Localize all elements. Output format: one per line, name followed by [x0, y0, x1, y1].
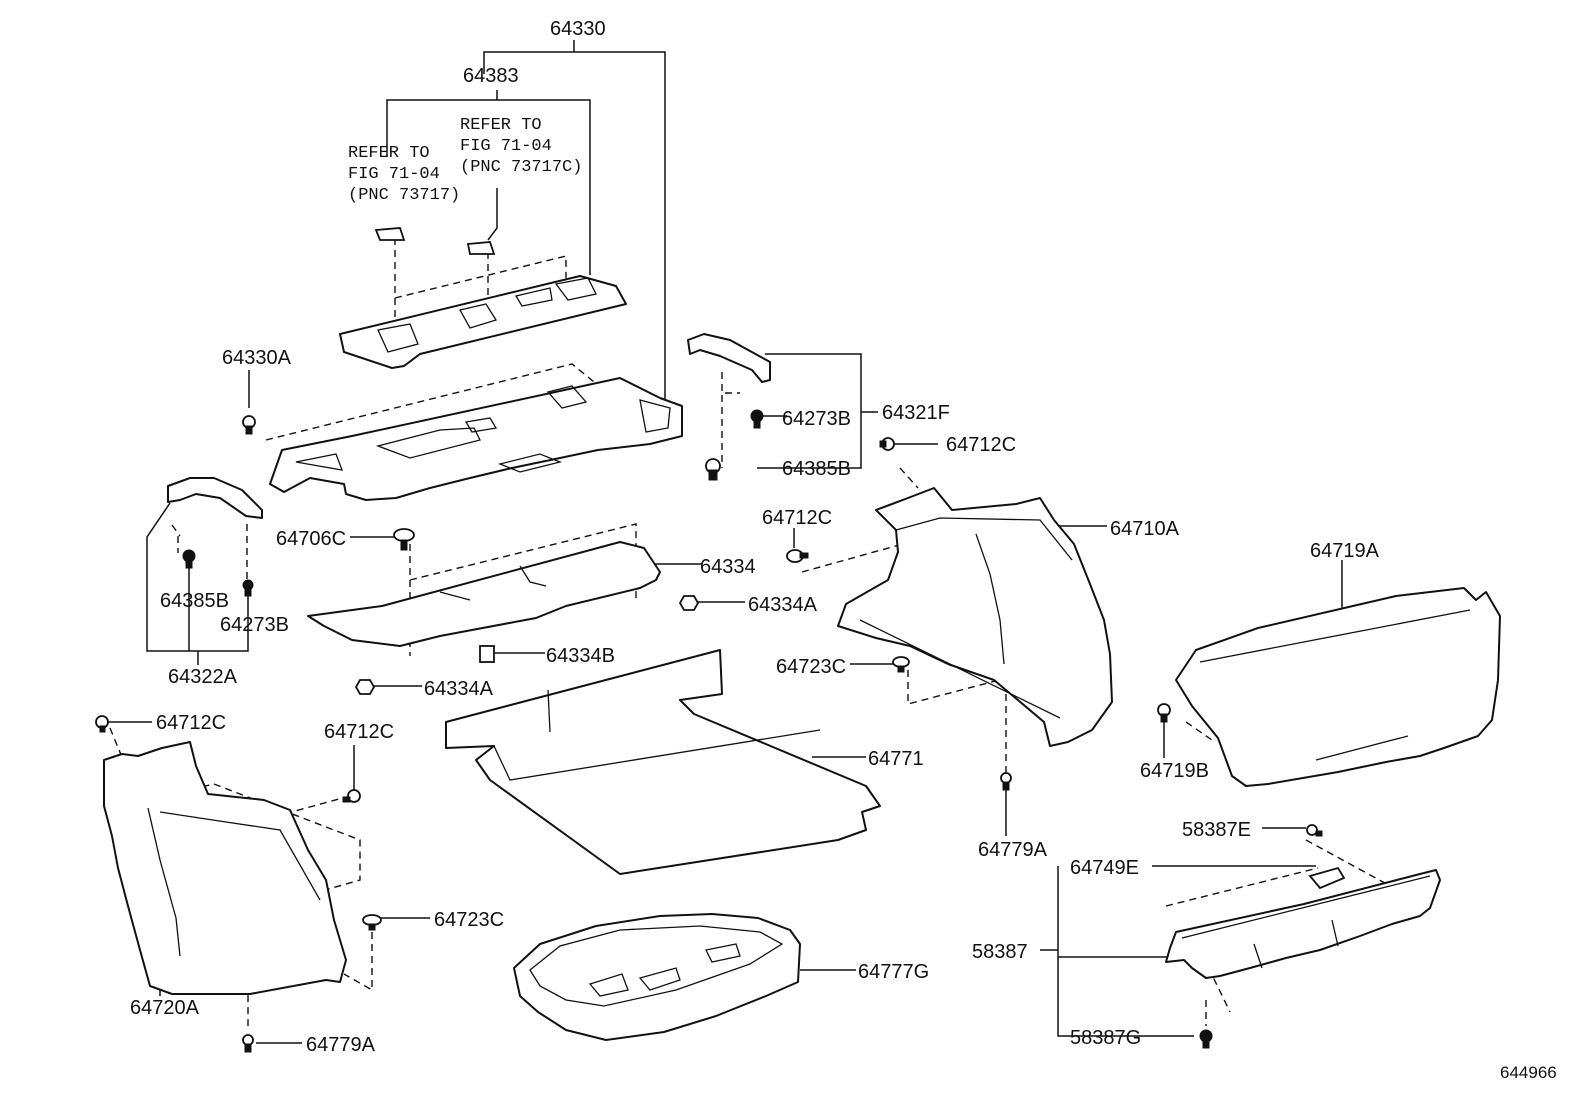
- refer-note-right-line: REFER TO: [460, 116, 542, 135]
- fasteners: [95, 227, 1346, 1053]
- part-label: 64712C: [156, 712, 226, 734]
- part-label: 64719A: [1310, 540, 1380, 562]
- part-label: 58387: [972, 941, 1028, 963]
- refer-note-left-line: FIG 71-04: [348, 165, 440, 184]
- part-label: 64273B: [220, 614, 289, 636]
- part-label: 64712C: [762, 507, 832, 529]
- part-label: 64706C: [276, 528, 346, 550]
- clip-icon: [1306, 824, 1323, 837]
- part-label: 64321F: [882, 402, 950, 424]
- part-64720A-side-trim-left: [103, 741, 347, 995]
- part-label: 64385B: [782, 458, 851, 480]
- part-label: 64771: [868, 748, 924, 770]
- clip-icon: [750, 409, 764, 429]
- clip-icon: [182, 549, 196, 569]
- clip-icon: [242, 1034, 254, 1053]
- part-label: 64779A: [306, 1034, 376, 1056]
- part-label: 64723C: [776, 656, 846, 678]
- refer-note-right-line: FIG 71-04: [460, 137, 552, 156]
- clip-icon: [1157, 703, 1171, 723]
- refer-note-left: REFER TO FIG 71-04 (PNC 73717): [348, 144, 460, 205]
- figure-code: 644966: [1500, 1063, 1557, 1082]
- part-label: 64712C: [946, 434, 1016, 456]
- part-labels: 64330 64383 64330A 64273B 64321F 64385B …: [130, 18, 1380, 1056]
- part-label: 64719B: [1140, 760, 1209, 782]
- part-label: 64334: [700, 556, 756, 578]
- part-label: 64334A: [424, 678, 494, 700]
- refer-note-right: REFER TO FIG 71-04 (PNC 73717C): [460, 116, 582, 177]
- clip-icon: [354, 679, 376, 695]
- clip-icon: [1199, 1029, 1213, 1049]
- part-label: 64779A: [978, 839, 1048, 861]
- clip-icon: [466, 241, 496, 255]
- clip-icon: [95, 715, 109, 733]
- part-label: 64322A: [168, 666, 238, 688]
- refer-note-right-line: (PNC 73717C): [460, 158, 582, 177]
- clip-icon: [1308, 866, 1346, 890]
- part-64322A-bracket: [167, 477, 263, 519]
- part-label: 64273B: [782, 408, 851, 430]
- clip-icon: [342, 789, 361, 803]
- part-58387-sill-plate: [1165, 869, 1441, 979]
- part-label: 58387E: [1182, 819, 1251, 841]
- part-label: 64723C: [434, 909, 504, 931]
- part-label: 64330: [550, 18, 606, 40]
- part-64334-floor-panel: [307, 541, 661, 647]
- clip-icon: [786, 549, 809, 563]
- part-64710A-side-trim-right: [837, 487, 1113, 747]
- refer-note-left-line: (PNC 73717): [348, 186, 460, 205]
- part-label: 64385B: [160, 590, 229, 612]
- clip-icon: [374, 227, 406, 241]
- clip-icon: [242, 415, 256, 435]
- clip-icon: [479, 645, 495, 663]
- part-64321F-bracket: [687, 333, 771, 383]
- part-label: 64334B: [546, 645, 615, 667]
- part-64771-floor-mat: [445, 649, 881, 875]
- clip-icon: [892, 656, 910, 673]
- part-label: 64334A: [748, 594, 818, 616]
- part-64383-upper-cover: [339, 275, 627, 369]
- clip-icon: [879, 437, 895, 451]
- part-label: 64749E: [1070, 857, 1139, 879]
- part-label: 58387G: [1070, 1027, 1141, 1049]
- part-label: 64330A: [222, 347, 292, 369]
- clip-icon: [705, 458, 721, 481]
- refer-note-left-line: REFER TO: [348, 144, 430, 163]
- clip-icon: [678, 595, 700, 611]
- part-64330-package-tray: [269, 377, 683, 501]
- part-label: 64383: [463, 65, 519, 87]
- clip-icon: [362, 914, 382, 931]
- part-64719A-trunk-lid-trim: [1175, 587, 1501, 787]
- part-label: 64777G: [858, 961, 929, 983]
- clip-icon: [242, 579, 254, 597]
- part-label: 64720A: [130, 997, 200, 1019]
- clip-icon: [1000, 772, 1012, 791]
- part-label: 64712C: [324, 721, 394, 743]
- part-64777G-tool-tray: [513, 913, 801, 1041]
- clip-icon: [393, 528, 415, 551]
- leader-lines: [108, 40, 1343, 1044]
- part-label: 64710A: [1110, 518, 1180, 540]
